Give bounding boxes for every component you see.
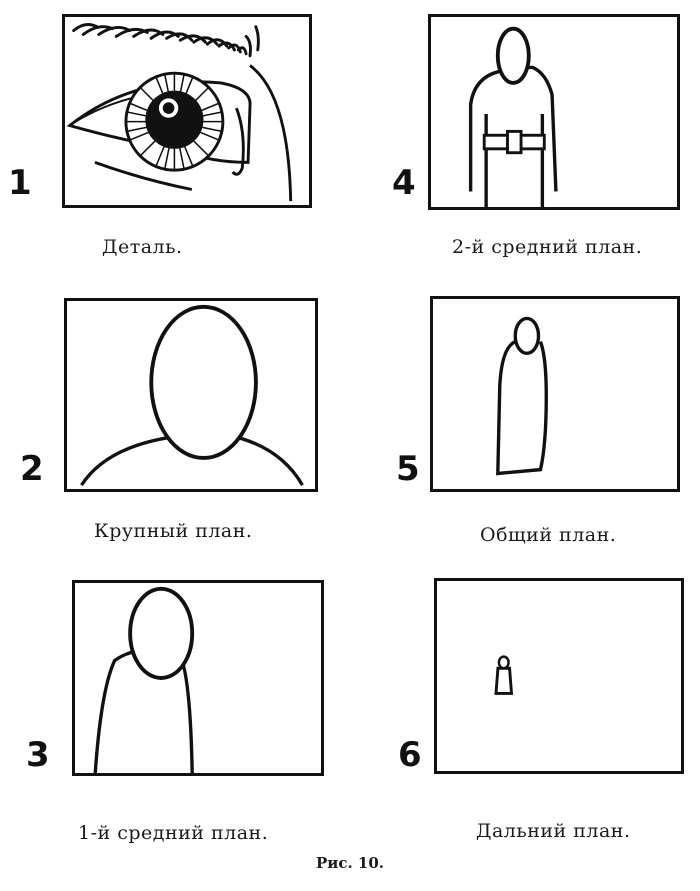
caption-full: Общий план. [480, 524, 617, 546]
figure-waist-drawing [468, 26, 558, 207]
caption-long: Дальний план. [476, 820, 631, 842]
full-figure-drawing [496, 316, 548, 476]
eye-drawing [66, 23, 293, 202]
panel-closeup-frame [64, 298, 318, 492]
caption-medium1: 1-й средний план. [78, 822, 269, 844]
caption-closeup: Крупный план. [94, 520, 253, 542]
panel-full-frame [430, 296, 680, 492]
panel-number-6: 6 [398, 735, 422, 775]
panel-medium2-frame [428, 14, 680, 210]
figure-bust-drawing [93, 586, 195, 773]
distant-figure-drawing [494, 655, 514, 695]
figure-label: Рис. 10. [315, 854, 385, 872]
caption-medium2: 2-й средний план. [452, 236, 643, 258]
head-shoulders-drawing [80, 304, 304, 487]
caption-detail: Деталь. [102, 236, 183, 258]
panel-number-3: 3 [26, 735, 50, 775]
panel-long-frame [434, 578, 684, 774]
panel-number-4: 4 [392, 163, 416, 203]
panel-number-2: 2 [20, 449, 44, 489]
panel-medium1-frame [72, 580, 324, 776]
panel-number-1: 1 [8, 163, 32, 203]
panel-number-5: 5 [396, 449, 420, 489]
panel-detail-frame [62, 14, 312, 208]
